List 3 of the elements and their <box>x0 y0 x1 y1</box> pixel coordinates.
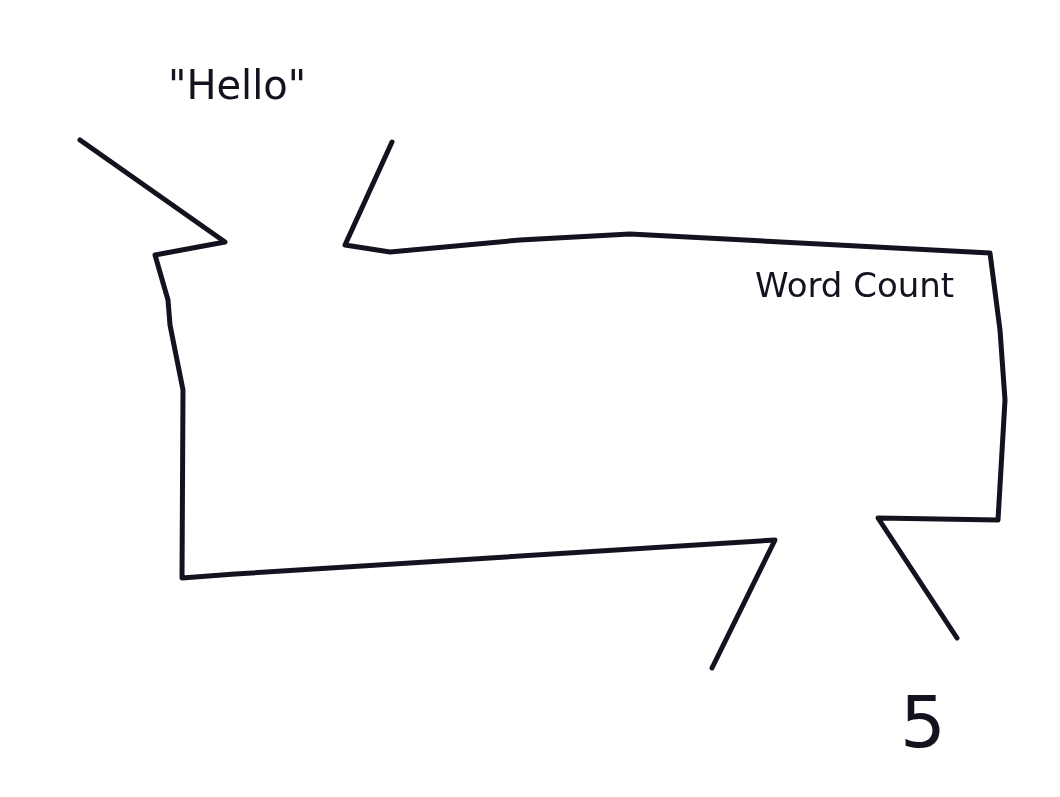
output-label: 5 <box>900 680 946 764</box>
box-title: Word Count <box>755 265 955 305</box>
input-label: "Hello" <box>168 62 307 108</box>
